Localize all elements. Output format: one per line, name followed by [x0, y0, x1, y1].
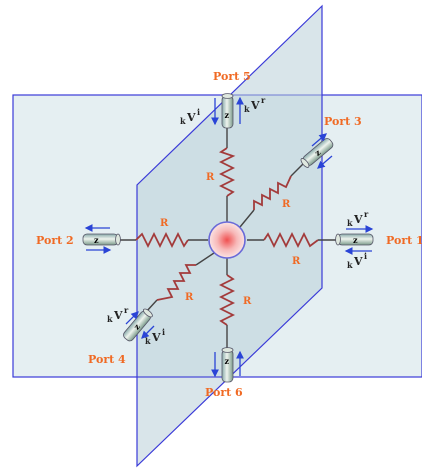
voltage-v: V	[353, 255, 363, 268]
voltage-sup-reflected: r	[261, 95, 266, 105]
voltage-sup-reflected: r	[364, 209, 369, 219]
voltage-v: V	[250, 99, 260, 112]
arrow-icon	[311, 133, 327, 147]
port-labels: Port 5 Port 3 Port 2 Port 1 Port 4 Port …	[36, 70, 422, 399]
line-label-port-5: z	[225, 110, 230, 120]
resistor-top	[218, 147, 236, 197]
voltage-k: k	[347, 218, 353, 228]
voltage-k: k	[180, 116, 186, 126]
line-label-port-2: z	[94, 235, 99, 245]
resistor-upper-right	[253, 175, 292, 210]
arrow-icon	[125, 311, 139, 325]
port-5-label: Port 5	[213, 70, 251, 83]
arrow-icon	[141, 325, 155, 339]
line-label-port-1: z	[353, 235, 358, 245]
resistor-labels: R R R R R R	[160, 172, 301, 307]
line-label-port-3: z	[312, 147, 322, 158]
voltage-sup-incident: i	[364, 251, 367, 261]
port-1-label: Port 1	[386, 234, 422, 247]
voltage-k: k	[347, 260, 353, 270]
voltage-k: k	[107, 314, 113, 324]
resistor-label-top: R	[206, 172, 215, 183]
resistor-label-lower-left: R	[185, 292, 194, 303]
port-4-label: Port 4	[88, 353, 126, 366]
resistor-label-left: R	[160, 218, 169, 229]
wave-arrows	[84, 96, 374, 378]
resistor-label-right: R	[292, 256, 301, 267]
line-port-5: z	[221, 93, 234, 129]
resistor-left	[135, 231, 189, 249]
line-label-port-4: z	[131, 321, 142, 331]
line-port-4: z	[123, 308, 153, 342]
resistor-label-bottom: R	[243, 296, 252, 307]
resistor-right	[263, 231, 319, 249]
voltage-sup-incident: i	[197, 107, 200, 117]
line-port-2: z	[82, 233, 121, 246]
line-port-3: z	[300, 138, 334, 168]
voltage-v: V	[113, 309, 123, 322]
resistor-label-upper-right: R	[282, 199, 291, 210]
voltage-v: V	[151, 331, 161, 344]
voltage-labels: k V i k V r k V r k V i k V r k V i	[107, 95, 369, 346]
arrow-icon	[317, 155, 333, 169]
voltage-v: V	[353, 213, 363, 226]
voltage-sup-incident: i	[162, 327, 165, 337]
voltage-k: k	[244, 104, 250, 114]
port-2-label: Port 2	[36, 234, 74, 247]
resistor-bottom	[218, 274, 236, 326]
central-node	[208, 221, 246, 259]
resistor-lower-left	[156, 264, 196, 301]
voltage-k: k	[145, 336, 151, 346]
line-port-1: z	[335, 233, 374, 246]
line-port-6: z	[221, 347, 234, 383]
port-6-label: Port 6	[205, 386, 243, 399]
voltage-v: V	[186, 111, 196, 124]
resistors	[135, 147, 319, 326]
line-label-port-6: z	[225, 356, 230, 366]
voltage-sup-reflected: r	[124, 305, 129, 315]
port-3-label: Port 3	[324, 115, 362, 128]
wires	[118, 118, 338, 350]
